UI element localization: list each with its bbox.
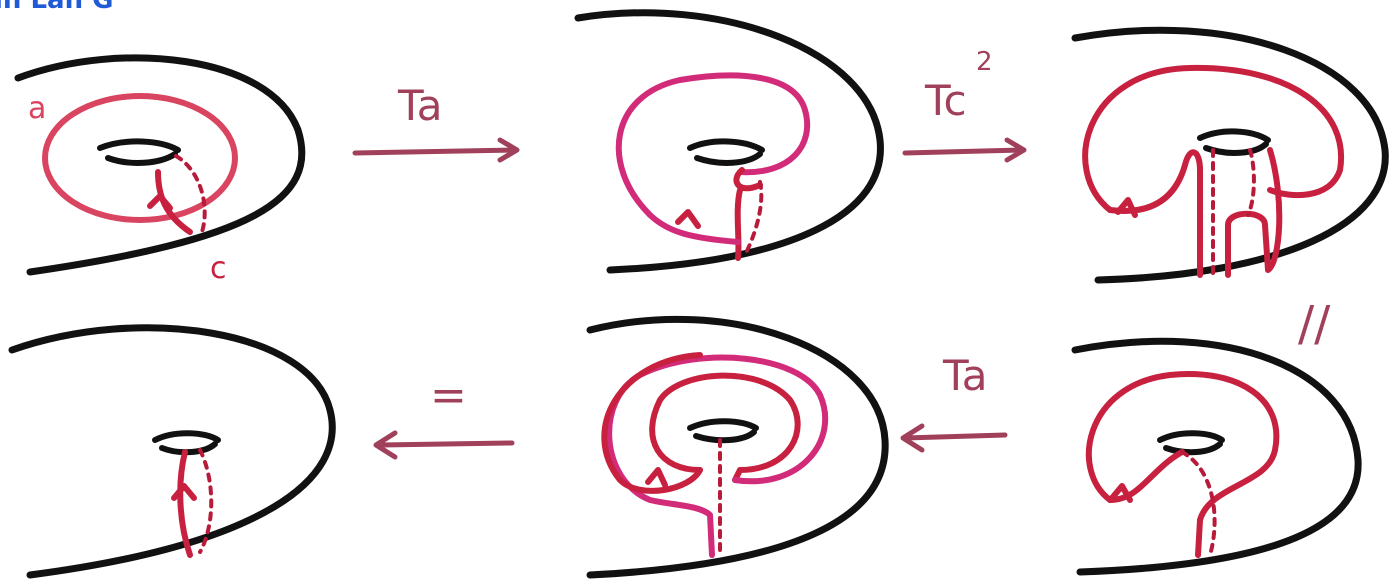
genus-hole-6 (1157, 430, 1225, 456)
panel-5 (586, 315, 889, 579)
panel-6 (1071, 337, 1362, 576)
surface-outline-2 (574, 9, 884, 274)
curve-5-inner (649, 372, 801, 483)
curve-6-back (1180, 450, 1217, 557)
curve-2-tail (734, 187, 743, 261)
curve-2-back (743, 180, 764, 257)
curve-a-1 (42, 93, 238, 223)
curve-c-back-1 (174, 154, 207, 234)
label-step-2: Tc (924, 76, 967, 125)
label-step-2-exponent: 2 (976, 47, 993, 77)
orientation-arrow-4 (171, 483, 197, 501)
genus-hole-3 (1197, 128, 1271, 156)
curve-4-back (198, 448, 214, 554)
genus-hole-1 (97, 138, 181, 166)
surface-outline-6 (1071, 337, 1362, 576)
label-parallel: // (1298, 296, 1331, 352)
label-step-3: Ta (942, 351, 987, 400)
arrow-step-3: Ta (900, 351, 1008, 453)
panel-3 (1071, 26, 1389, 284)
curve-5-outer (606, 354, 828, 558)
genus-hole-4 (152, 430, 221, 456)
panel-4 (8, 324, 336, 579)
surface-outline-5 (586, 315, 889, 579)
curve-6-tail (1107, 449, 1185, 503)
curve-3-loop (1082, 64, 1345, 213)
orientation-arrow-6 (1109, 483, 1133, 503)
curve-2-loop (615, 72, 811, 245)
orientation-arrow-1 (147, 193, 173, 211)
surface-outline-1 (14, 54, 306, 276)
orientation-arrow-3 (1115, 197, 1138, 218)
genus-hole-5 (687, 418, 759, 444)
arrow-right-2 (902, 137, 1027, 163)
arrow-step-equiv: = (373, 370, 515, 460)
label-step-1: Ta (397, 81, 442, 130)
orientation-arrow-2 (675, 209, 701, 229)
label-c: c (210, 251, 227, 286)
curve-4-front (177, 449, 193, 558)
genus-hole-2 (687, 138, 765, 166)
label-equiv: = (430, 370, 467, 421)
label-a: a (28, 91, 46, 126)
arrow-left-2 (900, 423, 1008, 453)
curve-6-loop (1085, 371, 1280, 558)
curve-3-left (1107, 149, 1203, 278)
curve-3-back-2 (1246, 148, 1256, 217)
panel-2 (574, 9, 884, 274)
panel-1: a c (14, 54, 306, 286)
arrow-step-1: Ta (352, 81, 520, 163)
surface-outline-3 (1071, 26, 1389, 284)
surface-outline-4 (8, 324, 336, 579)
arrow-left-1 (373, 430, 515, 460)
curve-2-twist (733, 167, 763, 192)
curve-3-right (1225, 147, 1283, 278)
arrow-right-1 (352, 137, 520, 163)
curve-5-wrap (601, 352, 703, 494)
arrow-step-2: Tc 2 (902, 47, 1027, 163)
header-fragment: in Lan G (0, 0, 114, 15)
orientation-arrow-5 (645, 467, 668, 488)
